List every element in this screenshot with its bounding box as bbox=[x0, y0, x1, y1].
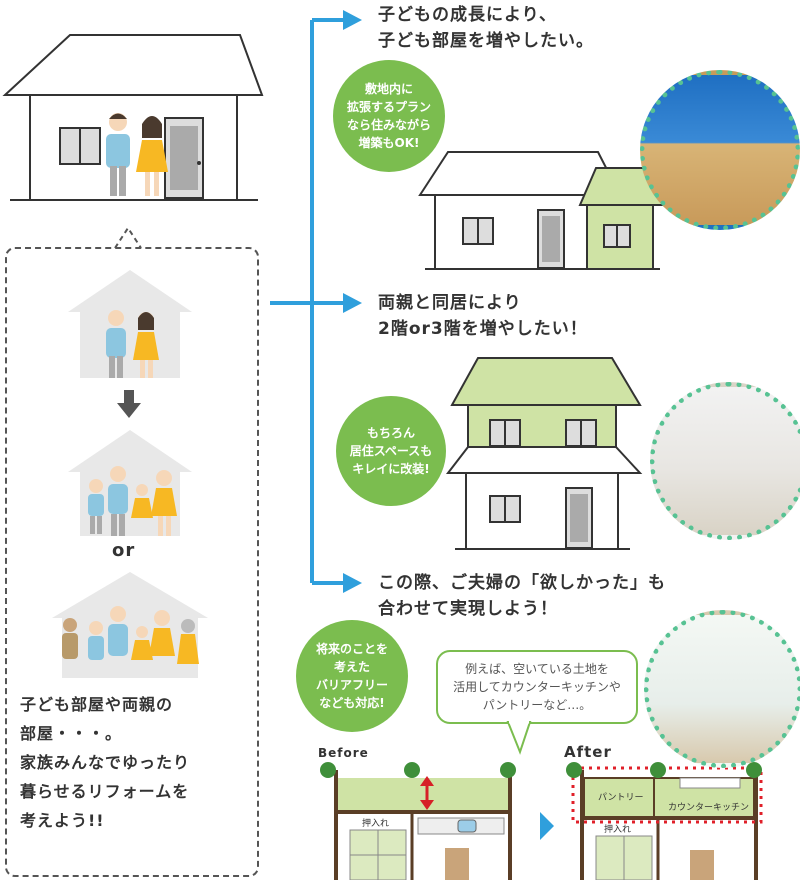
photo-family bbox=[650, 382, 800, 540]
house-second-floor bbox=[445, 357, 643, 550]
closet-label-before: 押入れ bbox=[362, 819, 390, 829]
house-side-extension bbox=[418, 151, 670, 270]
speech-example: 例えば、空いている土地を 活用してカウンターキッチンや パントリーなど…。 bbox=[436, 650, 638, 724]
pantry-label: パントリー bbox=[598, 793, 644, 803]
plan-after-label: After bbox=[564, 743, 612, 761]
bubble-barrier-free: 将来のことを 考えた バリアフリー なども対応! bbox=[296, 620, 408, 732]
plan-arrow-icon bbox=[540, 812, 554, 840]
heading-child-room: 子どもの成長により、 子ども部屋を増やしたい。 bbox=[378, 5, 594, 51]
plan-before-label: Before bbox=[318, 746, 369, 760]
heading-wish: この際、ご夫婦の「欲しかった」も 合わせて実現しよう！ bbox=[378, 573, 666, 619]
family-stage-1 bbox=[68, 270, 192, 378]
branch-arrows bbox=[270, 10, 362, 593]
kitchen-label: カウンターキッチン bbox=[668, 803, 750, 813]
house-current bbox=[2, 34, 264, 201]
photo-kitchen bbox=[644, 610, 800, 768]
bubble-renovation: もちろん 居住スペースも キレイに改装! bbox=[336, 396, 446, 506]
family-stage-2 bbox=[68, 430, 192, 536]
closet-label-after: 押入れ bbox=[604, 825, 632, 835]
plan-before bbox=[318, 762, 518, 880]
or-label: or bbox=[112, 540, 136, 561]
family-stage-3 bbox=[52, 572, 208, 678]
panel-caption: 子ども部屋や両親の 部屋・・・。 家族みんなでゆったり 暮らせるリフォームを 考… bbox=[20, 695, 191, 830]
photo-child-room bbox=[640, 70, 800, 230]
heading-second-floor: 両親と同居により 2階or3階を増やしたい！ bbox=[378, 293, 588, 339]
plan-after bbox=[564, 762, 764, 880]
down-arrow-icon bbox=[117, 390, 141, 418]
bubble-extension: 敷地内に 拡張するプラン なら住みながら 増築もOK! bbox=[333, 60, 445, 172]
family-growth-panel bbox=[5, 247, 259, 877]
